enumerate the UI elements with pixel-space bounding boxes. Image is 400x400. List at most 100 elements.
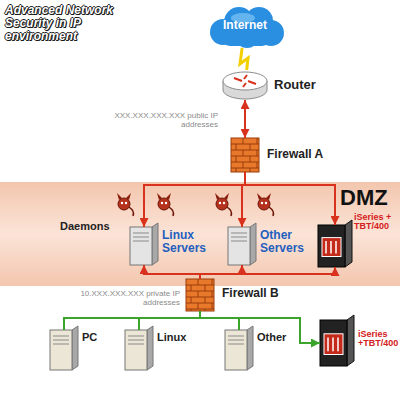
network-link (200, 265, 242, 279)
daemon-eye (265, 202, 267, 204)
daemon-icon (257, 193, 274, 216)
iseries-side (347, 315, 354, 366)
pc-icon (225, 326, 253, 370)
iseries-front (318, 225, 345, 267)
drive-bay (228, 340, 244, 341)
daemon-eye (161, 202, 163, 204)
brick-joint (236, 144, 237, 150)
pc-outline (50, 330, 78, 370)
brick-row (186, 303, 214, 304)
network-link (200, 311, 239, 330)
daemon-eye (261, 202, 263, 204)
daemon-tail (169, 207, 174, 216)
node-label: Linux Servers (162, 229, 216, 254)
iseries-bars (326, 241, 336, 254)
router-top (223, 72, 267, 90)
drive-bay (228, 344, 244, 345)
node-label: Other Servers (260, 229, 314, 254)
node-label: iSeries + TBT/400 (354, 213, 400, 232)
tower-side (247, 326, 253, 370)
node-label: Other (257, 332, 307, 344)
server-node: Other Servers (228, 227, 256, 265)
brick-joint (236, 156, 237, 162)
brick-row (231, 162, 259, 163)
iseries-outline (320, 320, 354, 366)
brick-row (186, 285, 214, 286)
brick-joint (212, 303, 213, 309)
network-link (144, 265, 200, 279)
iseries-bars (328, 337, 338, 351)
drive-bay (133, 233, 149, 234)
network-link (242, 172, 245, 227)
brick-joint (243, 150, 244, 156)
brick-joint (243, 162, 244, 168)
firewall-outline (186, 279, 214, 311)
cloud-node: Internet (203, 4, 287, 48)
router-node: Router (222, 70, 268, 100)
node-label: Firewall B (222, 287, 312, 300)
iseries-icon (318, 220, 352, 267)
iseries-badge (324, 334, 343, 355)
drive-bay (128, 336, 144, 337)
drive-bay (231, 233, 247, 234)
drive-bay (133, 241, 149, 242)
server-node: Linux Servers (130, 227, 158, 265)
wireless-link (240, 48, 248, 70)
pc-outline (225, 330, 253, 370)
daemon-icon (157, 193, 174, 216)
iseries-outline (318, 225, 352, 267)
server-icon (130, 223, 158, 265)
node-label: Internet (203, 19, 287, 32)
brick-joint (205, 285, 206, 291)
daemon-tail (129, 207, 134, 216)
drive-bay (128, 340, 144, 341)
annotation-label: 10.XXX.XXX.XXX private IP addresses (80, 290, 180, 308)
node-label: PC (82, 332, 122, 344)
daemon-head (258, 198, 270, 210)
brick-joint (236, 168, 237, 172)
daemon-tail (227, 207, 232, 216)
network-link (200, 267, 335, 279)
daemon-head (216, 198, 228, 210)
firewall-wall (186, 279, 214, 311)
tower-front (50, 330, 72, 370)
drive-bay (133, 237, 149, 238)
pc-node: PC (50, 330, 78, 370)
daemon-eye (223, 202, 225, 204)
tower-side (147, 326, 153, 370)
brick-joint (257, 150, 258, 156)
server-icon (228, 223, 256, 265)
tower-front (228, 227, 250, 265)
drive-bay (231, 237, 247, 238)
brick-row (231, 168, 259, 169)
brick-joint (250, 168, 251, 172)
daemon-icon (117, 193, 134, 216)
drive-bay (53, 344, 69, 345)
pc-node: Other (225, 330, 253, 370)
brick-joint (191, 309, 192, 311)
network-link (244, 100, 246, 138)
firewall-icon (186, 279, 214, 311)
router-icon (223, 72, 267, 99)
tower-side (72, 326, 78, 370)
router-arrows (234, 75, 256, 87)
firewall-node: Firewall B (186, 279, 214, 311)
brick-joint (212, 291, 213, 297)
node-label: Router (274, 78, 344, 92)
node-label: DMZ (340, 186, 398, 209)
drive-bay (228, 336, 244, 337)
brick-row (186, 309, 214, 310)
drive-bay (128, 344, 144, 345)
iseries-node: iSeries + TBT/400 (318, 225, 352, 267)
brick-joint (257, 162, 258, 168)
network-link (139, 311, 200, 330)
daemon-head (158, 198, 170, 210)
daemon-tail (269, 207, 274, 216)
daemon-eye (165, 202, 167, 204)
brick-joint (191, 297, 192, 303)
node-label: Linux (157, 332, 207, 344)
